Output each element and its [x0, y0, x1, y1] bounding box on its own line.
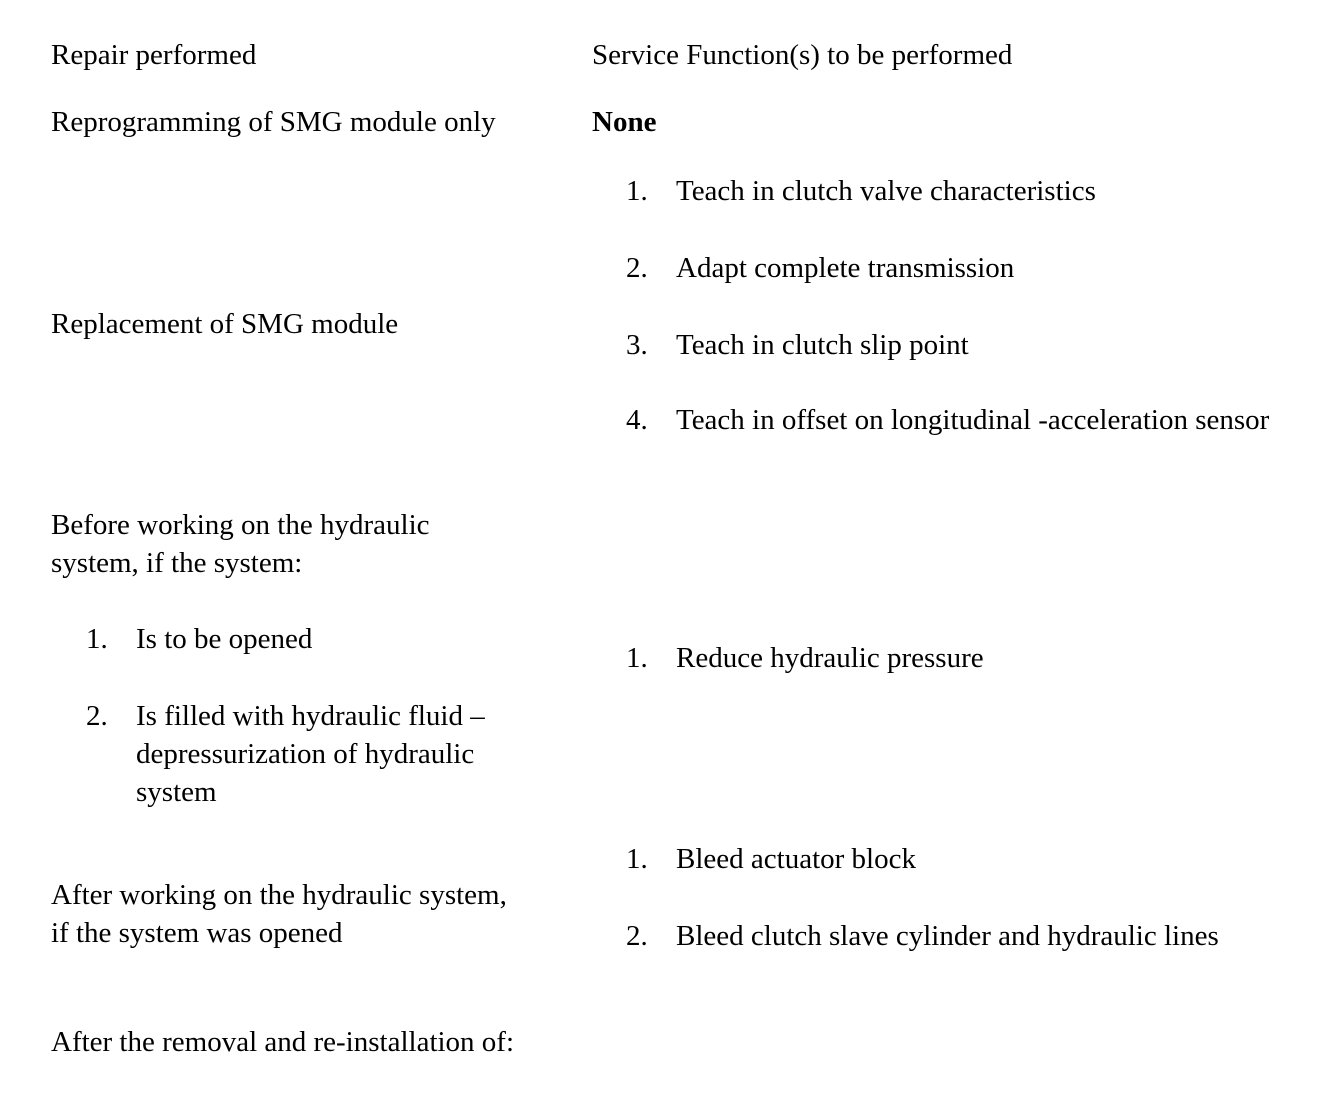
list-marker: 2. — [626, 252, 648, 284]
list-item: 2. Is filled with hydraulic fluid – depr… — [86, 697, 541, 811]
list-item: 2. Bleed clutch slave cylinder and hydra… — [626, 917, 1276, 955]
list-marker: 1. — [626, 175, 648, 207]
list-marker: 3. — [626, 329, 648, 361]
list-item-text: Teach in clutch slip point — [676, 329, 969, 361]
list-marker: 4. — [626, 404, 648, 436]
list-item: 1. Teach in clutch valve characteristics — [626, 172, 1276, 210]
list-item-text: Reduce hydraulic pressure — [676, 642, 984, 674]
row-before-working-left-text: Before working on the hydraulic system, … — [51, 509, 437, 579]
list-item-text: Teach in offset on longitudinal -acceler… — [676, 404, 1270, 436]
list-marker: 1. — [626, 843, 648, 875]
list-item: 1. Bleed actuator block — [626, 840, 1276, 878]
list-item-text: Bleed actuator block — [676, 843, 916, 875]
list-item: 4. Teach in offset on longitudinal -acce… — [626, 401, 1286, 439]
row-replacement-left-text: Replacement of SMG module — [51, 308, 399, 340]
list-item-text: Bleed clutch slave cylinder and hydrauli… — [676, 920, 1219, 952]
list-item: 1. Is to be opened — [86, 620, 556, 658]
column-header-repair-performed: Repair performed — [51, 39, 257, 71]
column-header-service-functions: Service Function(s) to be performed — [592, 39, 1013, 71]
row-after-removal-left-text: After the removal and re-installation of… — [51, 1026, 515, 1058]
list-marker: 2. — [86, 700, 108, 732]
row-reprogramming-left-text: Reprogramming of SMG module only — [51, 106, 496, 138]
list-item: 3. Teach in clutch slip point — [626, 326, 1276, 364]
list-item-text: Is filled with hydraulic fluid – depress… — [136, 700, 485, 808]
list-item-text: Teach in clutch valve characteristics — [676, 175, 1096, 207]
list-item-text: Adapt complete transmission — [676, 252, 1015, 284]
list-item: 1. Reduce hydraulic pressure — [626, 639, 1276, 677]
list-marker: 2. — [626, 920, 648, 952]
list-item-text: Is to be opened — [136, 623, 313, 655]
row-reprogramming-right-text: None — [592, 106, 657, 138]
list-marker: 1. — [626, 642, 648, 674]
list-item: 2. Adapt complete transmission — [626, 249, 1276, 287]
list-marker: 1. — [86, 623, 108, 655]
row-after-working-left-text: After working on the hydraulic system, i… — [51, 879, 515, 949]
